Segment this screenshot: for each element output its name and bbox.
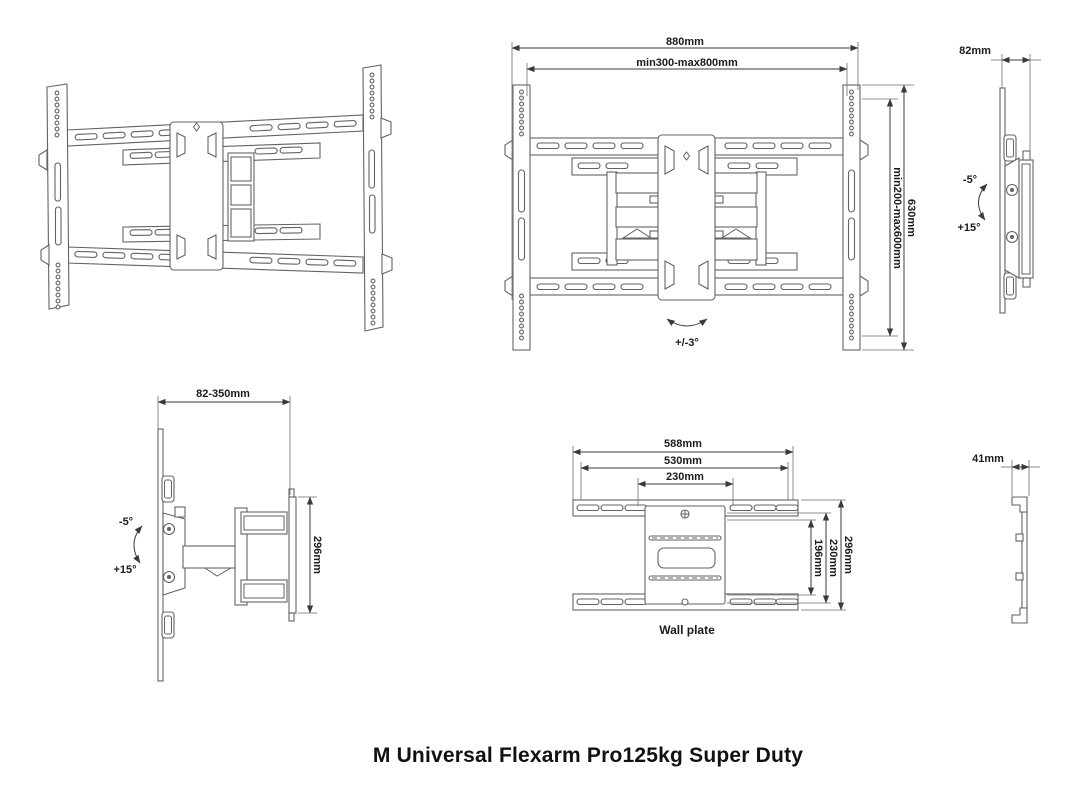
side-extended-height: 296mm — [311, 536, 323, 574]
side-folded-tilt-up: -5° — [963, 174, 977, 186]
wall-plate-height-inner: 196mm — [812, 539, 824, 577]
front-swivel-angle: +/-3° — [675, 337, 699, 349]
wall-plate-width-center: 230mm — [666, 471, 704, 483]
side-extended-drawing — [157, 428, 297, 682]
wall-plate-caption: Wall plate — [659, 623, 715, 637]
front-height-range: min200-max600mm — [891, 167, 903, 269]
side-extended-view: 82-350mm 296mm -5° +15° — [113, 388, 323, 682]
side-extended-tilt-down: +15° — [113, 564, 136, 576]
page-title: M Universal Flexarm Pro125kg Super Duty — [372, 744, 804, 767]
wall-plate-height-holes: 230mm — [827, 539, 839, 577]
wall-plate-width-total: 588mm — [664, 438, 702, 450]
front-width-total: 880mm — [666, 36, 704, 48]
front-mount-drawing — [504, 84, 869, 351]
wall-plate-side-dimensions: 41mm — [972, 453, 1040, 496]
side-folded-view: 82mm -5° +15° — [957, 45, 1041, 314]
wall-plate-width-slots: 530mm — [664, 455, 702, 467]
wall-plate-drawing — [572, 499, 799, 611]
wall-plate-side-drawing — [1011, 496, 1028, 624]
wall-plate-side-depth: 41mm — [972, 453, 1004, 465]
front-height-total: 630mm — [905, 199, 917, 237]
side-folded-drawing — [999, 87, 1034, 314]
wall-plate-height-total: 296mm — [842, 536, 854, 574]
side-extended-extension: 82-350mm — [196, 388, 250, 400]
side-extended-dimensions: 82-350mm 296mm -5° +15° — [113, 388, 323, 614]
iso-view — [38, 64, 393, 332]
front-dimensions: 880mm min300-max800mm min200-max600mm 63… — [511, 36, 917, 351]
front-width-range: min300-max800mm — [636, 57, 738, 69]
wall-plate-dimensions: 588mm 530mm 230mm 196mm 230mm 296mm Wall… — [572, 438, 854, 637]
side-folded-tilt-down: +15° — [957, 222, 980, 234]
side-folded-dimensions: 82mm -5° +15° — [957, 45, 1041, 234]
front-view: 880mm min300-max800mm min200-max600mm 63… — [504, 36, 917, 351]
iso-mount-drawing — [38, 64, 393, 332]
wall-plate-side-view: 41mm — [972, 453, 1040, 624]
wall-plate-view: 588mm 530mm 230mm 196mm 230mm 296mm Wall… — [572, 438, 854, 637]
side-folded-depth: 82mm — [959, 45, 991, 57]
side-extended-tilt-up: -5° — [119, 516, 133, 528]
